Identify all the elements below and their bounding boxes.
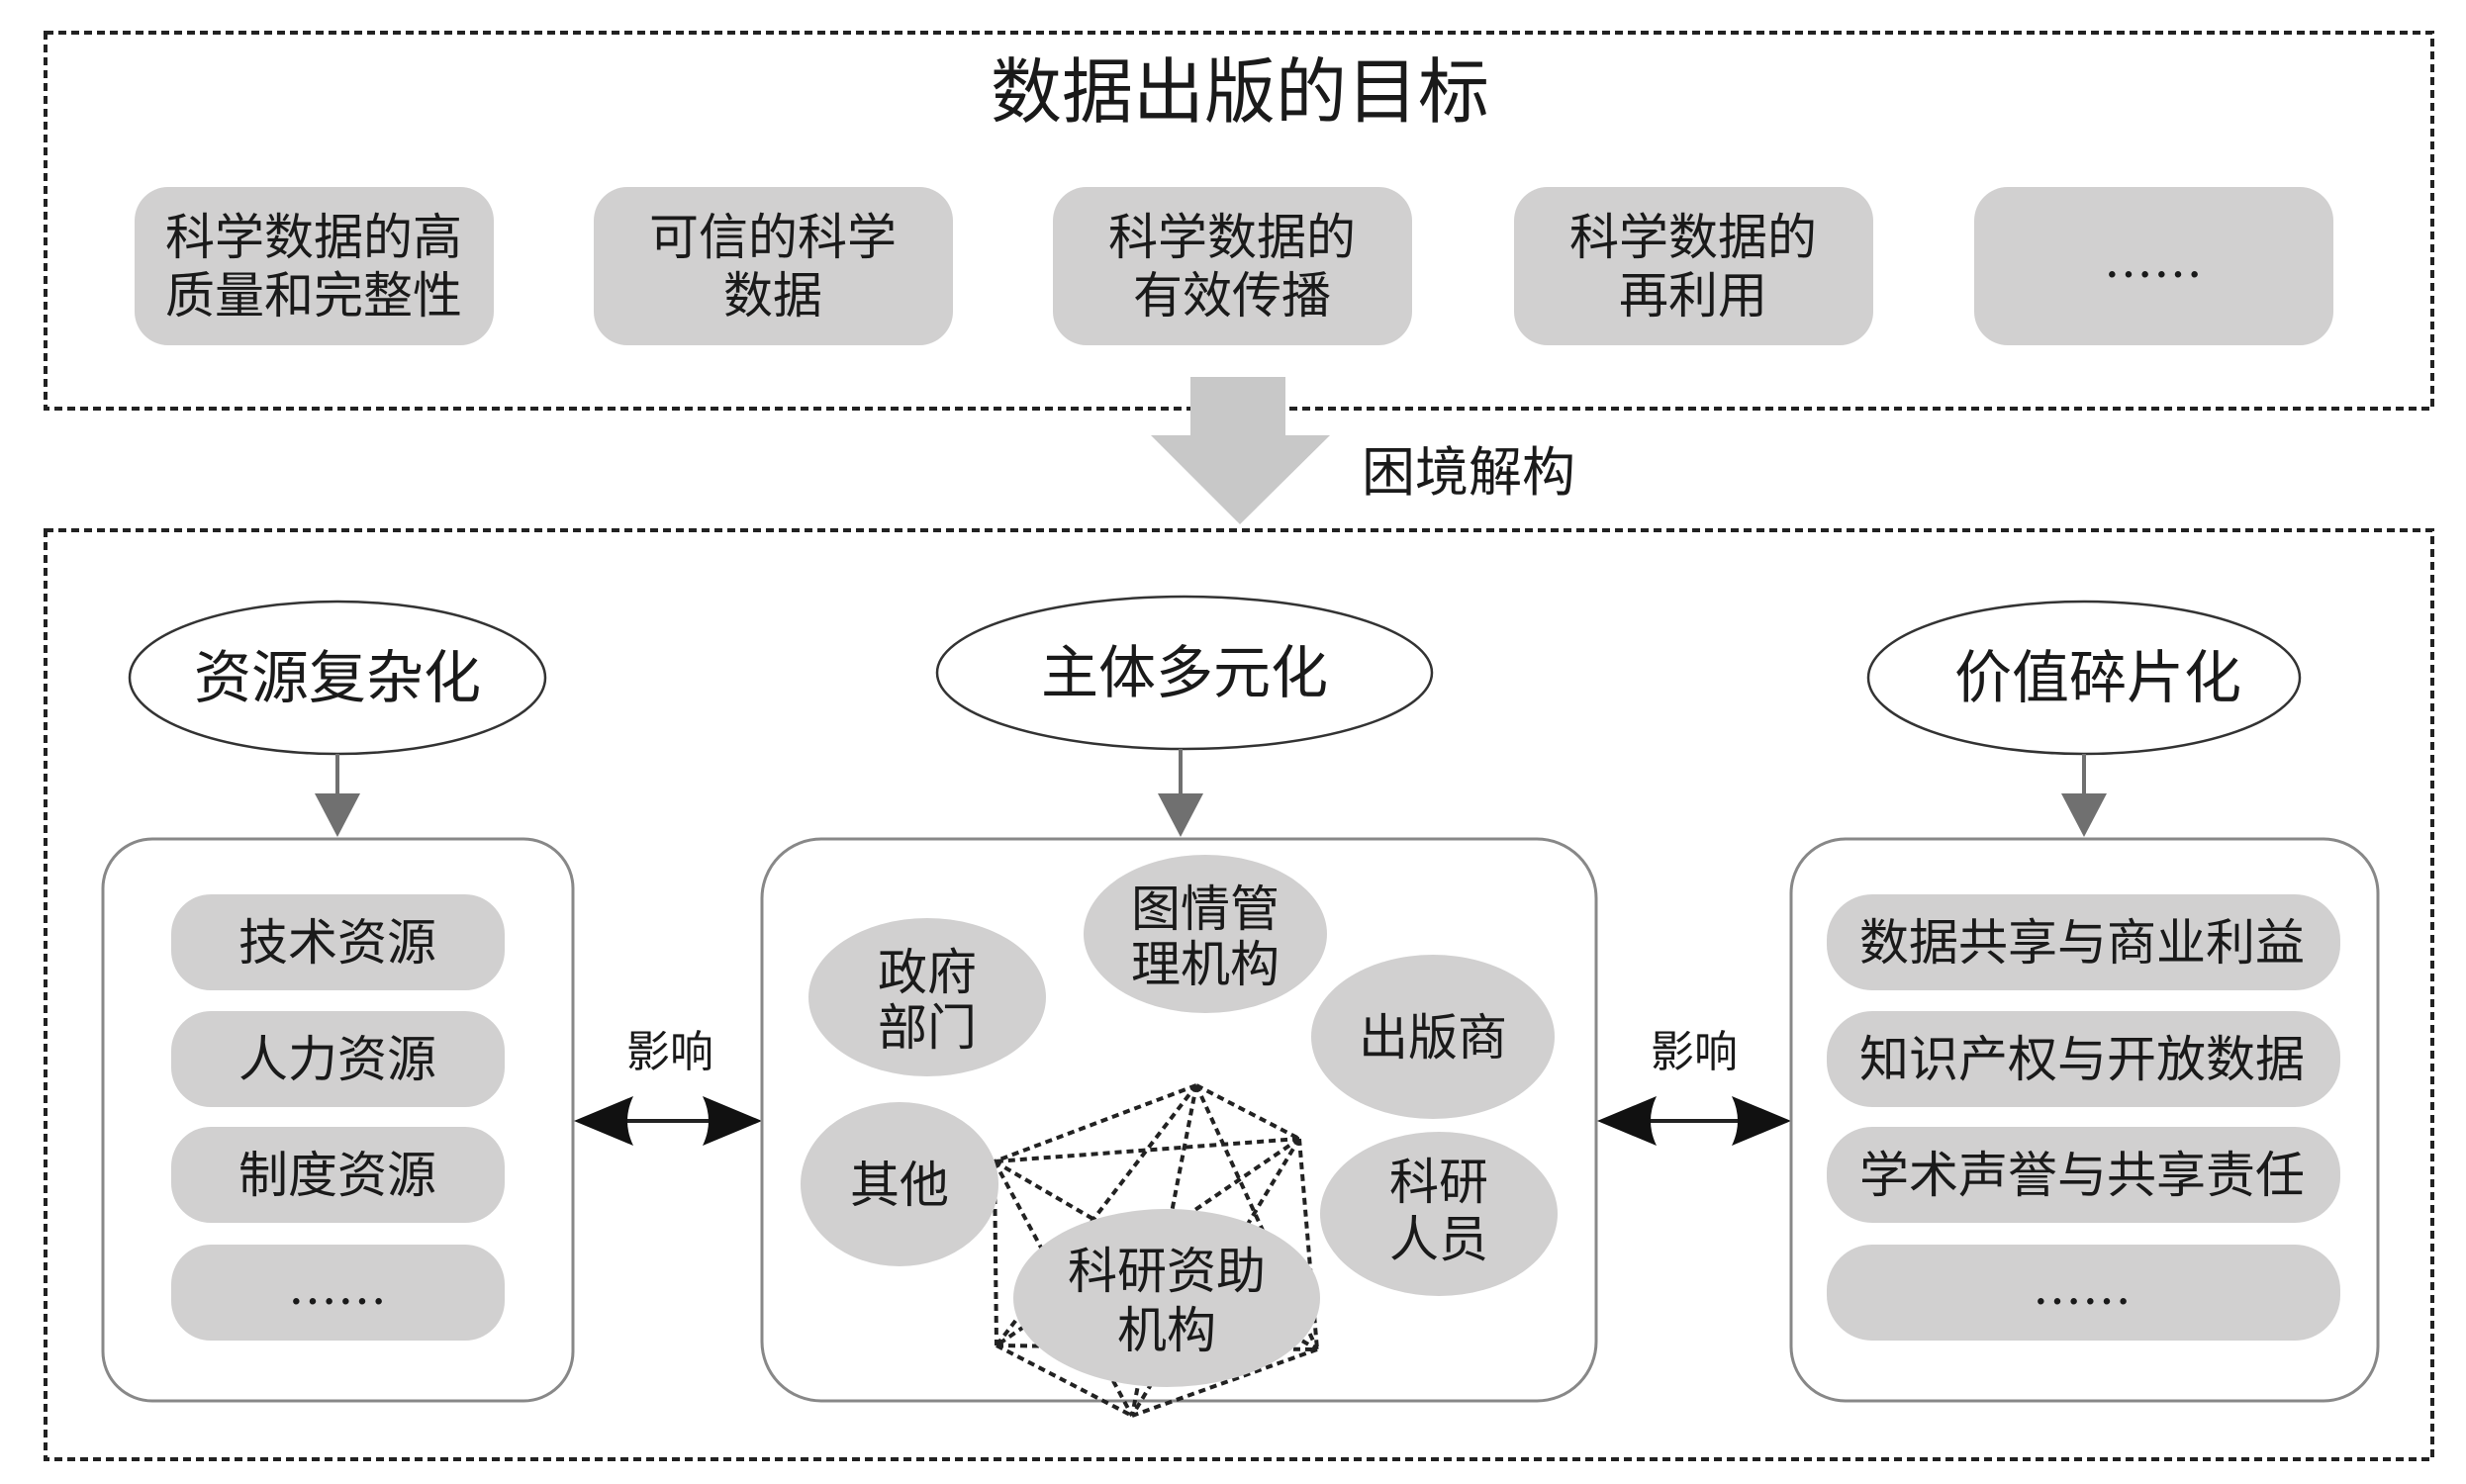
value-item-label: 知识产权与开放数据 <box>1859 1031 2305 1088</box>
value-item-label: 学术声誉与共享责任 <box>1859 1147 2305 1204</box>
dilemma-dashed-frame <box>44 528 2434 1461</box>
resource-item: 制度资源 <box>171 1127 505 1223</box>
goal-text-line: 科学数据的 <box>1108 209 1356 266</box>
influence-arrow-right: 影响 <box>1597 1027 1791 1146</box>
goals-section: 数据出版的目标 科学数据的高 质量和完整性 可信的科学 数据 科学数据的 有效传… <box>44 31 2434 411</box>
down-arrow-icon <box>2061 754 2107 837</box>
goal-text-line: 数据 <box>723 267 822 325</box>
value-item: 数据共享与商业利益 <box>1827 894 2340 990</box>
arrow-head-icon <box>1151 435 1330 524</box>
resource-item-label: …… <box>288 1258 387 1316</box>
heading-value-fragmentation: 价值碎片化 <box>1866 600 2302 756</box>
network-link <box>1195 1083 1300 1141</box>
dilemma-section: 资源复杂化 主体多元化 价值碎片化 技术资源 <box>44 528 2434 1461</box>
actor-node: 其他 <box>801 1102 998 1266</box>
deconstruction-arrow: 困境解构 <box>1151 377 1575 524</box>
arrow-right-head-icon <box>1732 1096 1791 1146</box>
actor-label: 理机构 <box>1131 936 1280 993</box>
values-panel: 数据共享与商业利益 知识产权与开放数据 学术声誉与共享责任 …… <box>1789 837 2380 1403</box>
goal-text-line: 再利用 <box>1619 267 1767 325</box>
resource-item: 人力资源 <box>171 1011 505 1107</box>
resource-item: 技术资源 <box>171 894 505 990</box>
actor-label: 人员 <box>1389 1211 1488 1268</box>
goal-text-line: 科学数据的 <box>1569 209 1817 266</box>
value-item: 知识产权与开放数据 <box>1827 1011 2340 1107</box>
influence-label: 影响 <box>626 1027 713 1077</box>
network-link <box>996 1344 1133 1418</box>
value-item: 学术声誉与共享责任 <box>1827 1127 2340 1223</box>
down-arrow-icon <box>315 754 360 837</box>
heading-text: 资源复杂化 <box>194 644 481 711</box>
value-item-label: …… <box>2033 1258 2132 1316</box>
influence-arrow-left: 影响 <box>574 1027 762 1146</box>
goal-text-line: 质量和完整性 <box>165 267 462 325</box>
goal-text-line: 可信的科学 <box>649 209 897 266</box>
goal-box: 科学数据的 有效传播 <box>1053 187 1412 345</box>
actor-label: 其他 <box>850 1157 949 1214</box>
deconstruction-label: 困境解构 <box>1362 441 1575 504</box>
resource-item-label: 制度资源 <box>238 1147 436 1204</box>
actor-node: 科研资助 机构 <box>1013 1209 1320 1387</box>
actor-label: 政府 <box>878 944 977 1001</box>
network-link <box>1130 1137 1301 1418</box>
heading-text: 价值碎片化 <box>1954 644 2241 711</box>
goal-text-line: 科学数据的高 <box>165 209 462 266</box>
resource-item-label: 人力资源 <box>238 1031 436 1088</box>
network-link <box>994 1137 1300 1163</box>
actor-label: 部门 <box>878 999 977 1057</box>
arrow-left-head-icon <box>574 1096 633 1146</box>
actor-node: 图情管 理机构 <box>1084 855 1327 1013</box>
actor-node: 出版商 <box>1311 955 1555 1119</box>
heading-resource-complexity: 资源复杂化 <box>128 600 547 756</box>
goal-box: 科学数据的 再利用 <box>1514 187 1873 345</box>
arrow-shaft <box>1190 377 1285 436</box>
actor-label: 出版商 <box>1359 1009 1507 1067</box>
actor-node: 科研 人员 <box>1320 1132 1558 1296</box>
actor-label: 科研资助 <box>1068 1243 1266 1300</box>
arrow-right-head-icon <box>703 1096 762 1146</box>
value-item-label: 数据共享与商业利益 <box>1859 914 2305 972</box>
goal-text-line: 有效传播 <box>1133 267 1331 325</box>
goal-box-ellipsis: …… <box>1974 187 2333 345</box>
goals-title: 数据出版的目标 <box>991 50 1489 134</box>
network-link <box>1131 1347 1318 1418</box>
actor-label: 机构 <box>1117 1302 1216 1359</box>
resources-panel: 技术资源 人力资源 制度资源 …… <box>101 837 575 1403</box>
influence-label: 影响 <box>1651 1027 1738 1077</box>
resource-item: …… <box>171 1245 505 1341</box>
heading-text: 主体多元化 <box>1041 639 1328 706</box>
actor-label: 图情管 <box>1131 881 1280 938</box>
value-item: …… <box>1827 1245 2340 1341</box>
goal-box: 科学数据的高 质量和完整性 <box>135 187 494 345</box>
actor-node: 政府 部门 <box>808 918 1046 1076</box>
goal-text-line: …… <box>2104 232 2203 289</box>
arrow-left-head-icon <box>1597 1096 1657 1146</box>
goal-box: 可信的科学 数据 <box>594 187 953 345</box>
actor-label: 科研 <box>1389 1154 1488 1211</box>
network-link <box>994 1083 1197 1163</box>
actors-panel: 图情管 理机构 政府 部门 出版商 其他 科研 人员 <box>760 837 1598 1418</box>
resource-item-label: 技术资源 <box>238 914 436 972</box>
down-arrow-icon <box>1158 749 1203 837</box>
heading-subject-diversity: 主体多元化 <box>935 595 1434 751</box>
